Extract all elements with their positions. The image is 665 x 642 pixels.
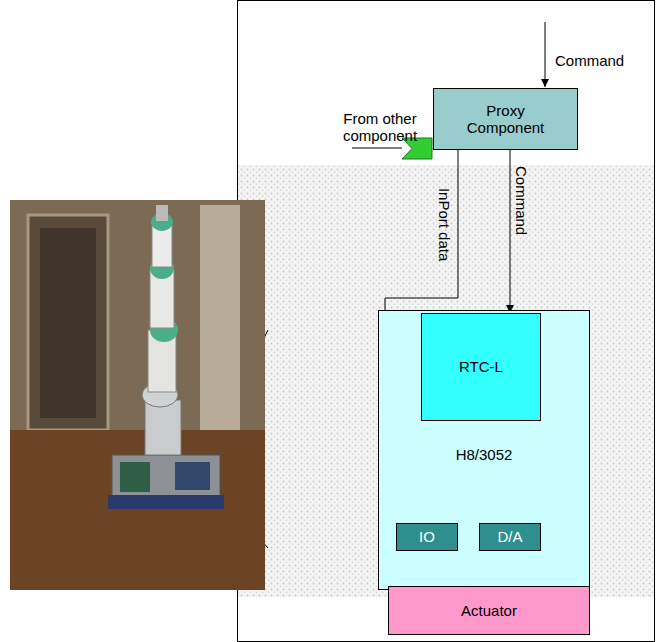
- node-label: Actuator: [461, 602, 517, 619]
- node-label: D/A: [497, 528, 522, 545]
- photo-frame: [10, 200, 265, 590]
- node-text-row: D/A: [480, 528, 540, 545]
- io-box: IO: [396, 523, 458, 551]
- rtc-box: RTC-L: [421, 313, 541, 421]
- node-label: Proxy Component: [456, 102, 556, 137]
- node-text-row: Actuator: [389, 602, 589, 619]
- da-box: D/A: [479, 523, 541, 551]
- robot-arm-link: [145, 400, 181, 455]
- photo-pillar: [200, 205, 240, 430]
- hatched-region: [238, 165, 654, 597]
- robot-base-bottom: [108, 495, 224, 509]
- proxy-component-box: Proxy Component: [433, 88, 578, 150]
- actuator-box: Actuator: [388, 586, 590, 635]
- input-leader: [352, 148, 402, 149]
- node-label: RTC-L: [459, 358, 503, 375]
- command-arrow: [545, 22, 546, 87]
- controller-board-box: H8/3052 RTC-L IO D/A: [378, 310, 590, 590]
- connector: [510, 150, 511, 313]
- photo-doorway: [40, 228, 96, 418]
- robot-gripper: [156, 205, 168, 221]
- node-label: H8/3052: [456, 446, 513, 463]
- node-text-row: RTC-L: [422, 358, 540, 375]
- connector-label: Command: [512, 166, 529, 235]
- photo-floor: [10, 430, 265, 590]
- node-text-row: H8/3052: [379, 446, 589, 463]
- node-text-row: Proxy Component: [434, 102, 577, 137]
- command-label: Command: [555, 52, 624, 69]
- port-label: From other component: [334, 110, 426, 145]
- photo-door: [28, 215, 108, 430]
- photo-wall: [10, 200, 265, 430]
- robot-arm-link: [152, 225, 172, 267]
- node-label: IO: [419, 528, 435, 545]
- robot-photo: [10, 200, 265, 590]
- robot-board: [120, 462, 150, 492]
- zoom-panel: [238, 1, 655, 642]
- robot-board: [175, 462, 210, 490]
- node-text-row: IO: [397, 528, 457, 545]
- connector-label: InPort data: [436, 187, 453, 260]
